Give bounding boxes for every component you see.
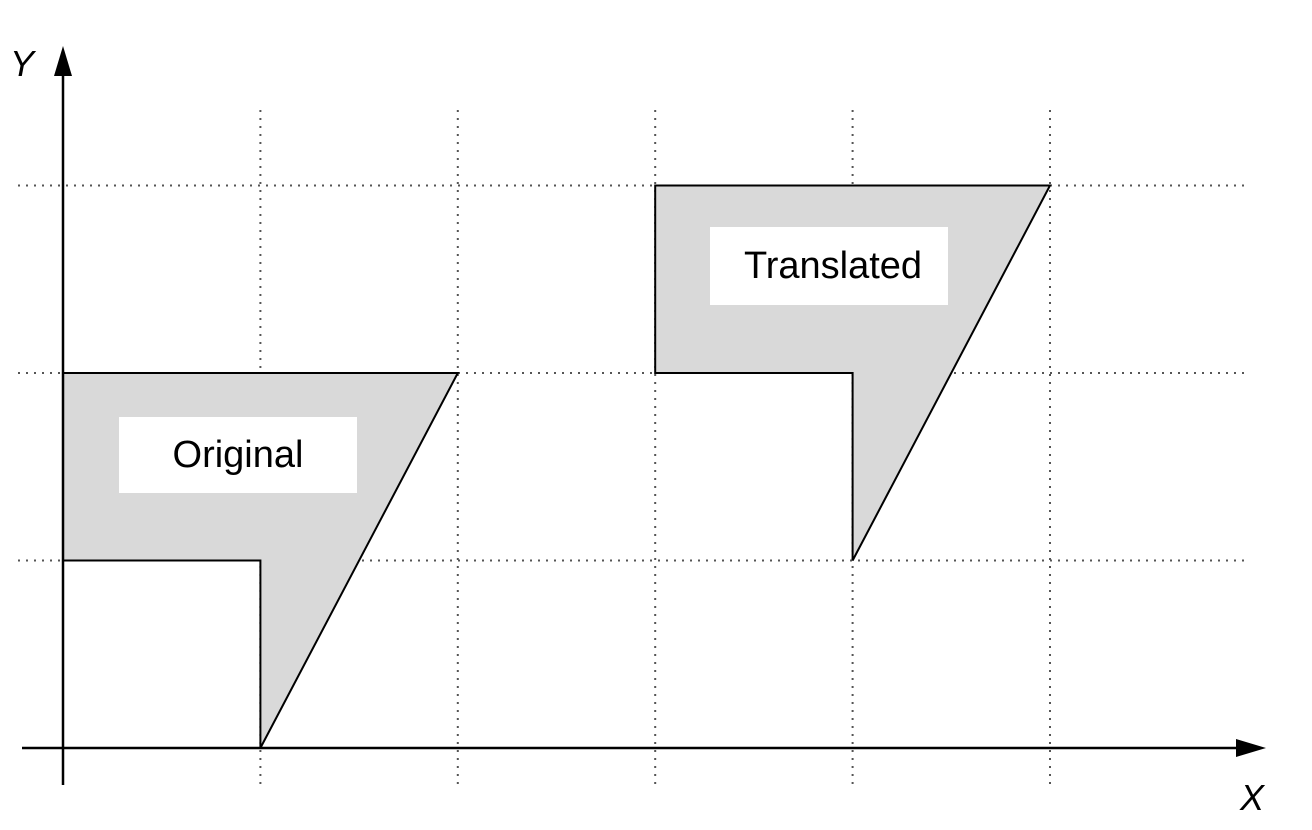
original-label: Original xyxy=(173,434,304,476)
y-axis-arrow-icon xyxy=(54,46,72,76)
translated-label-box xyxy=(710,227,948,305)
shape-labels: Original Translated xyxy=(119,227,948,493)
x-axis-arrow-icon xyxy=(1236,739,1266,757)
original-label-box xyxy=(119,417,357,493)
x-axis-label: X xyxy=(1239,777,1266,818)
y-axis-label: Y xyxy=(10,43,37,84)
translated-label: Translated xyxy=(744,245,922,287)
axes: X Y xyxy=(10,43,1266,818)
